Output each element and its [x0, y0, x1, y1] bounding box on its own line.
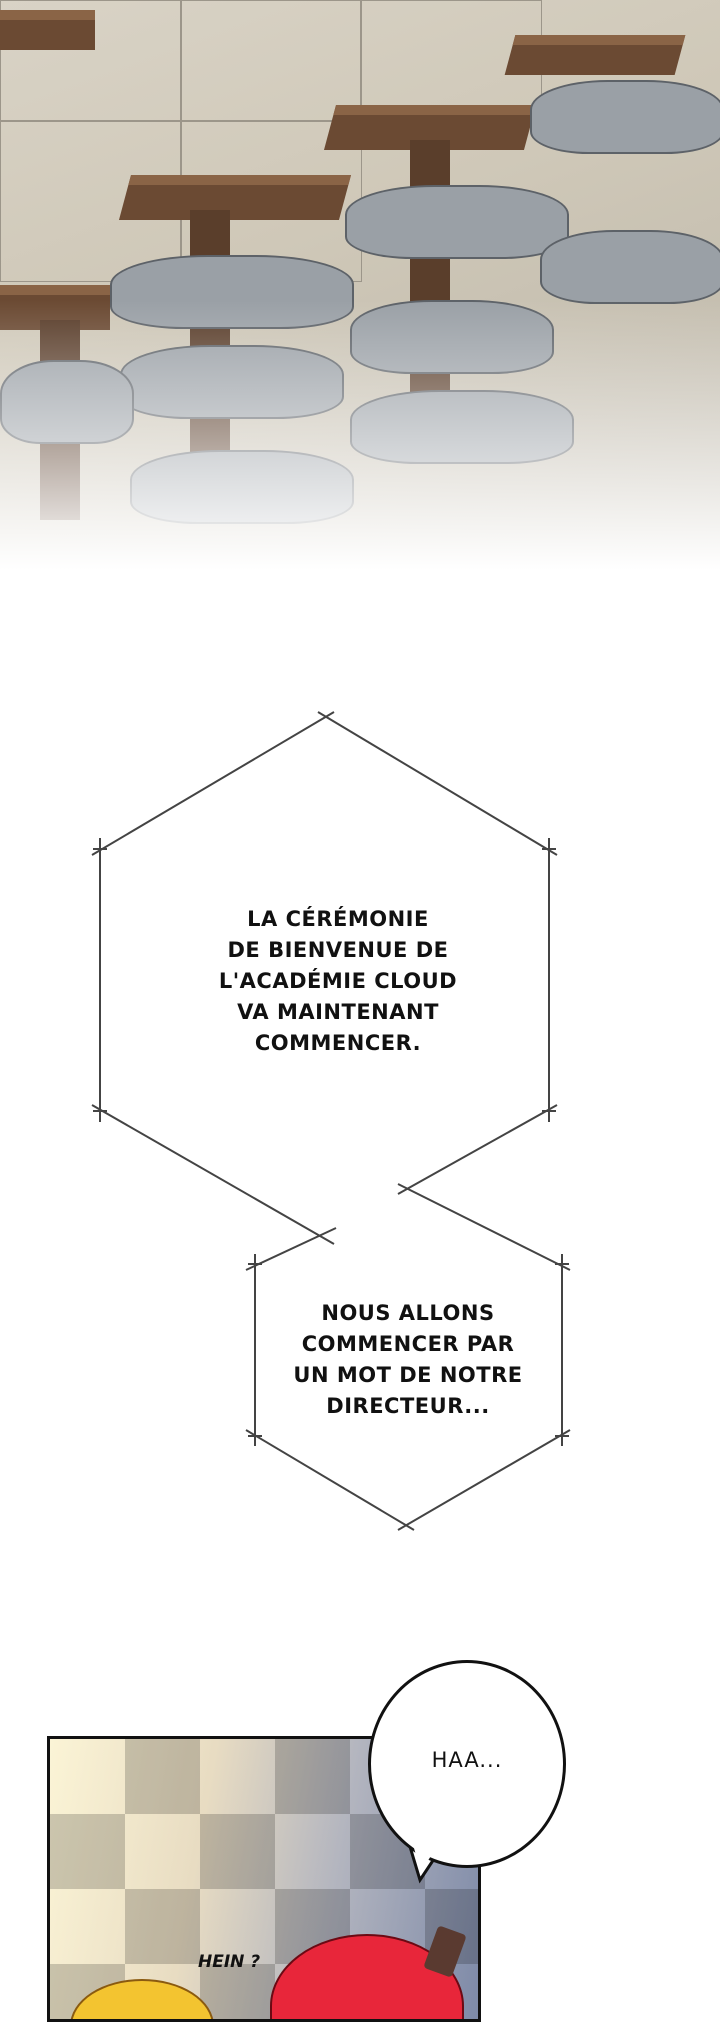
- student-figure: [345, 185, 569, 259]
- wall-tile: [0, 0, 182, 122]
- student-figure: [540, 230, 720, 304]
- caption-line: NOUS ALLONS: [321, 1301, 495, 1325]
- desk: [0, 10, 95, 50]
- caption-line: COMMENCER PAR: [301, 1332, 515, 1356]
- speech-text: HAA...: [431, 1748, 503, 1772]
- wall-tile: [180, 0, 362, 122]
- caption-line: COMMENCER.: [254, 1031, 422, 1055]
- student-figure: [530, 80, 720, 154]
- caption-line: DIRECTEUR...: [326, 1394, 490, 1418]
- caption-line: L'ACADÉMIE CLOUD: [218, 969, 458, 993]
- fade-overlay: [0, 300, 720, 600]
- caption-line: VA MAINTENANT: [237, 1000, 439, 1024]
- caption-line: UN MOT DE NOTRE: [293, 1363, 523, 1387]
- caption-line: DE BIENVENUE DE: [227, 938, 449, 962]
- hexagon-frame-2: [245, 1183, 571, 1531]
- speech-bubble: [368, 1660, 566, 1868]
- assembly-hall-illustration: [0, 0, 720, 600]
- hexagon-frame-1: [91, 711, 558, 1245]
- caption-line: LA CÉRÉMONIE: [247, 907, 429, 931]
- narration-caption-2: NOUS ALLONS COMMENCER PAR UN MOT DE NOTR…: [263, 1298, 553, 1422]
- narration-caption-1: LA CÉRÉMONIE DE BIENVENUE DE L'ACADÉMIE …: [188, 904, 488, 1059]
- sfx-text: HEIN ?: [198, 1952, 261, 1972]
